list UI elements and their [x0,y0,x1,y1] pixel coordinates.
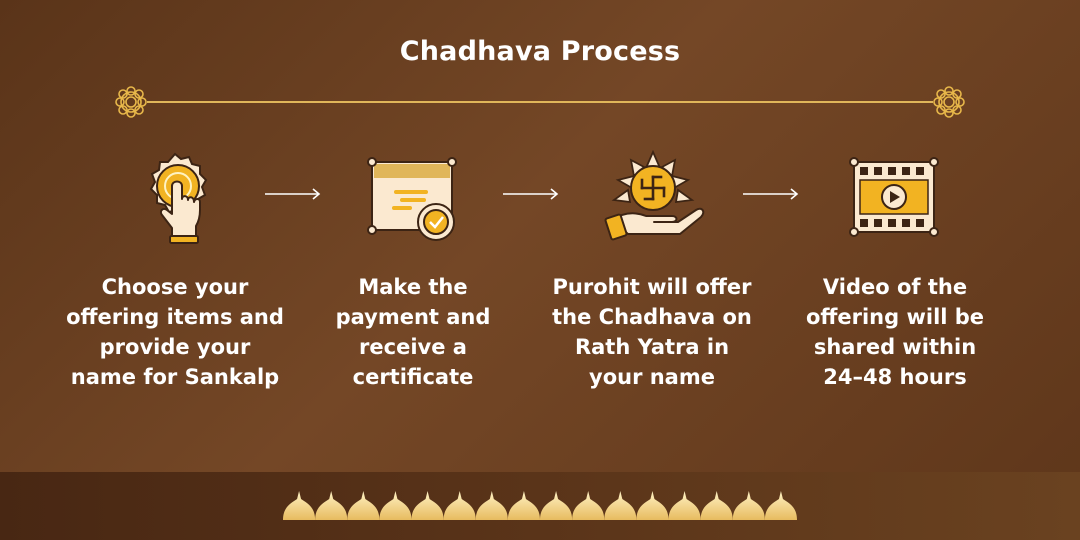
step-text-line: Make the [358,275,468,299]
dome-shape [636,491,669,520]
step-text-line: the Chadhava on [552,305,752,329]
step-text-line: 24–48 hours [823,365,967,389]
step-text-line: certificate [352,365,474,389]
temple-dome-border [283,491,797,520]
step-text-line: name for Sankalp [70,365,280,389]
step-text-line: offering will be [805,305,985,329]
mandala-left-icon [115,86,147,118]
dome-shape [315,491,348,520]
dome-shape [283,491,316,520]
dome-shape [572,491,605,520]
dome-shape [475,491,508,520]
page-title: Chadhava Process [399,36,681,67]
dome-shape [347,491,380,520]
step-text-line: shared within [813,335,977,359]
ornamental-divider [115,86,965,118]
step-text-line: receive a [359,335,467,359]
step-1-text: Choose your offering items and provide y… [55,272,295,392]
hand-tap-icon [149,152,208,244]
step-4-text: Video of the offering will be shared wit… [775,272,1015,392]
dome-shape [379,491,412,520]
step-text-line: Purohit will offer [552,275,752,299]
step-2-text: Make the payment and receive a certifica… [293,272,533,392]
dome-shape [764,491,797,520]
video-film-icon [849,157,939,237]
certificate-icon [367,157,457,241]
arrow-right-icon [503,188,559,200]
dome-shape [604,491,637,520]
step-text-line: offering items and [66,305,284,329]
dome-shape [507,491,540,520]
dome-shape [443,491,476,520]
step-3-text: Purohit will offer the Chadhava on Rath … [532,272,772,392]
arrow-right-icon [265,188,321,200]
dome-shape [732,491,765,520]
mandala-right-icon [933,86,965,118]
dome-shape [700,491,733,520]
step-text-line: payment and [335,305,491,329]
step-text-line: Video of the [822,275,968,299]
step-text-line: Rath Yatra in [574,335,730,359]
step-text-line: provide your [99,335,251,359]
dome-shape [411,491,444,520]
step-text-line: Choose your [101,275,249,299]
swastika-offering-icon [604,150,705,241]
dome-shape [668,491,701,520]
dome-shape [540,491,573,520]
step-text-line: your name [589,365,715,389]
arrow-right-icon [743,188,799,200]
bottom-band [0,472,1080,540]
